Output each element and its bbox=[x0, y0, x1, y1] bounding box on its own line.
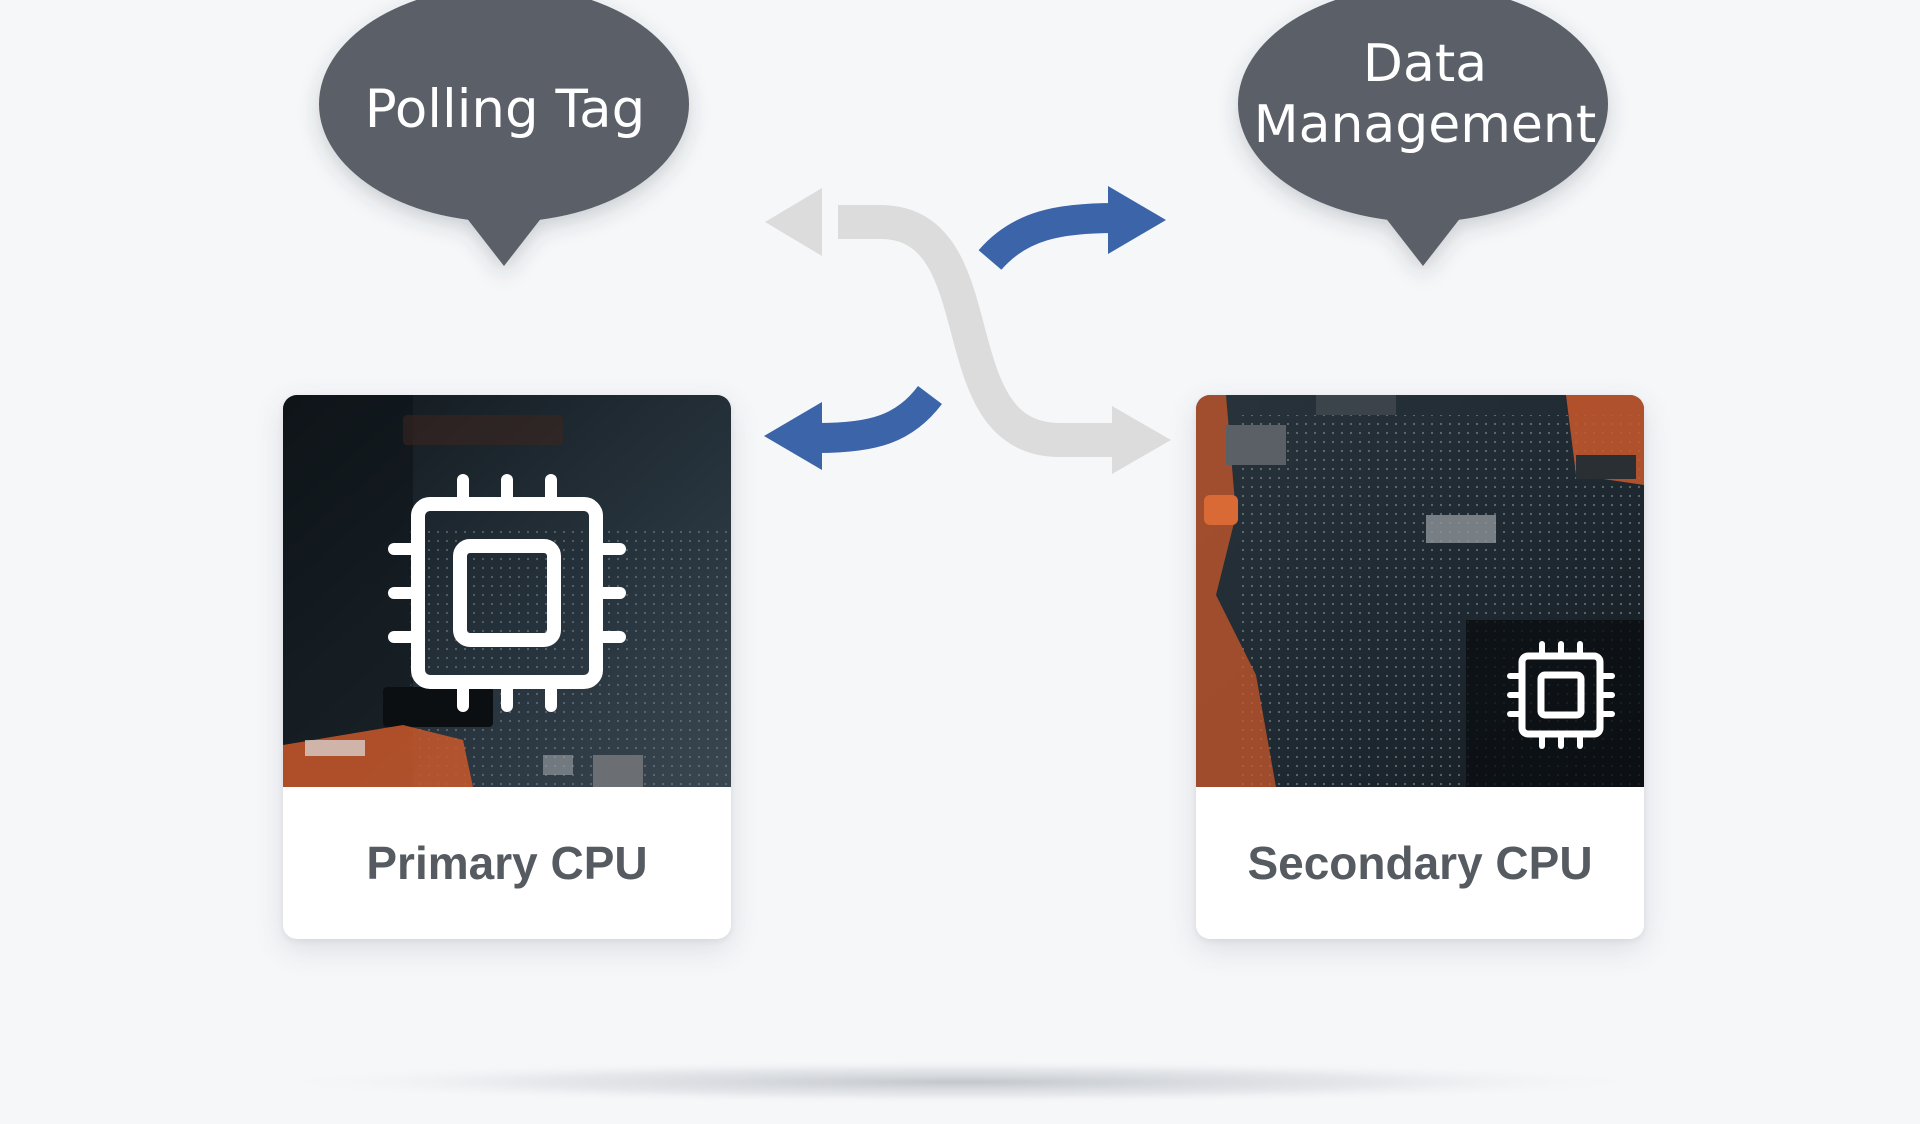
bubble-right-label: Data Management bbox=[1240, 30, 1610, 160]
cpu-chip-icon bbox=[388, 474, 626, 712]
secondary-cpu-card: Secondary CPU bbox=[1196, 395, 1644, 939]
secondary-cpu-label: Secondary CPU bbox=[1247, 837, 1593, 889]
bubble-right bbox=[1238, 0, 1608, 266]
secondary-cpu-board-image bbox=[1196, 395, 1644, 787]
floor-shadow bbox=[260, 1060, 1660, 1104]
active-arrow-to-primary-cpu bbox=[764, 385, 942, 470]
bubble-right-line-2: Management bbox=[1253, 95, 1597, 155]
inactive-exchange-arrow bbox=[765, 188, 1171, 474]
inactive-arrowhead-left bbox=[765, 188, 822, 256]
bubble-right-line-1: Data bbox=[1362, 33, 1488, 94]
primary-cpu-board-image bbox=[283, 395, 731, 787]
bubble-left-line: Polling Tag bbox=[364, 78, 646, 140]
primary-cpu-card: Primary CPU bbox=[283, 395, 731, 939]
inactive-arrowhead-right bbox=[1112, 406, 1171, 474]
cpu-chip-icon bbox=[1507, 641, 1615, 749]
bubble-left-label: Polling Tag bbox=[320, 55, 690, 165]
bubble-left bbox=[319, 0, 689, 266]
primary-cpu-label: Primary CPU bbox=[366, 837, 648, 889]
active-arrow-to-data-management bbox=[978, 186, 1166, 271]
